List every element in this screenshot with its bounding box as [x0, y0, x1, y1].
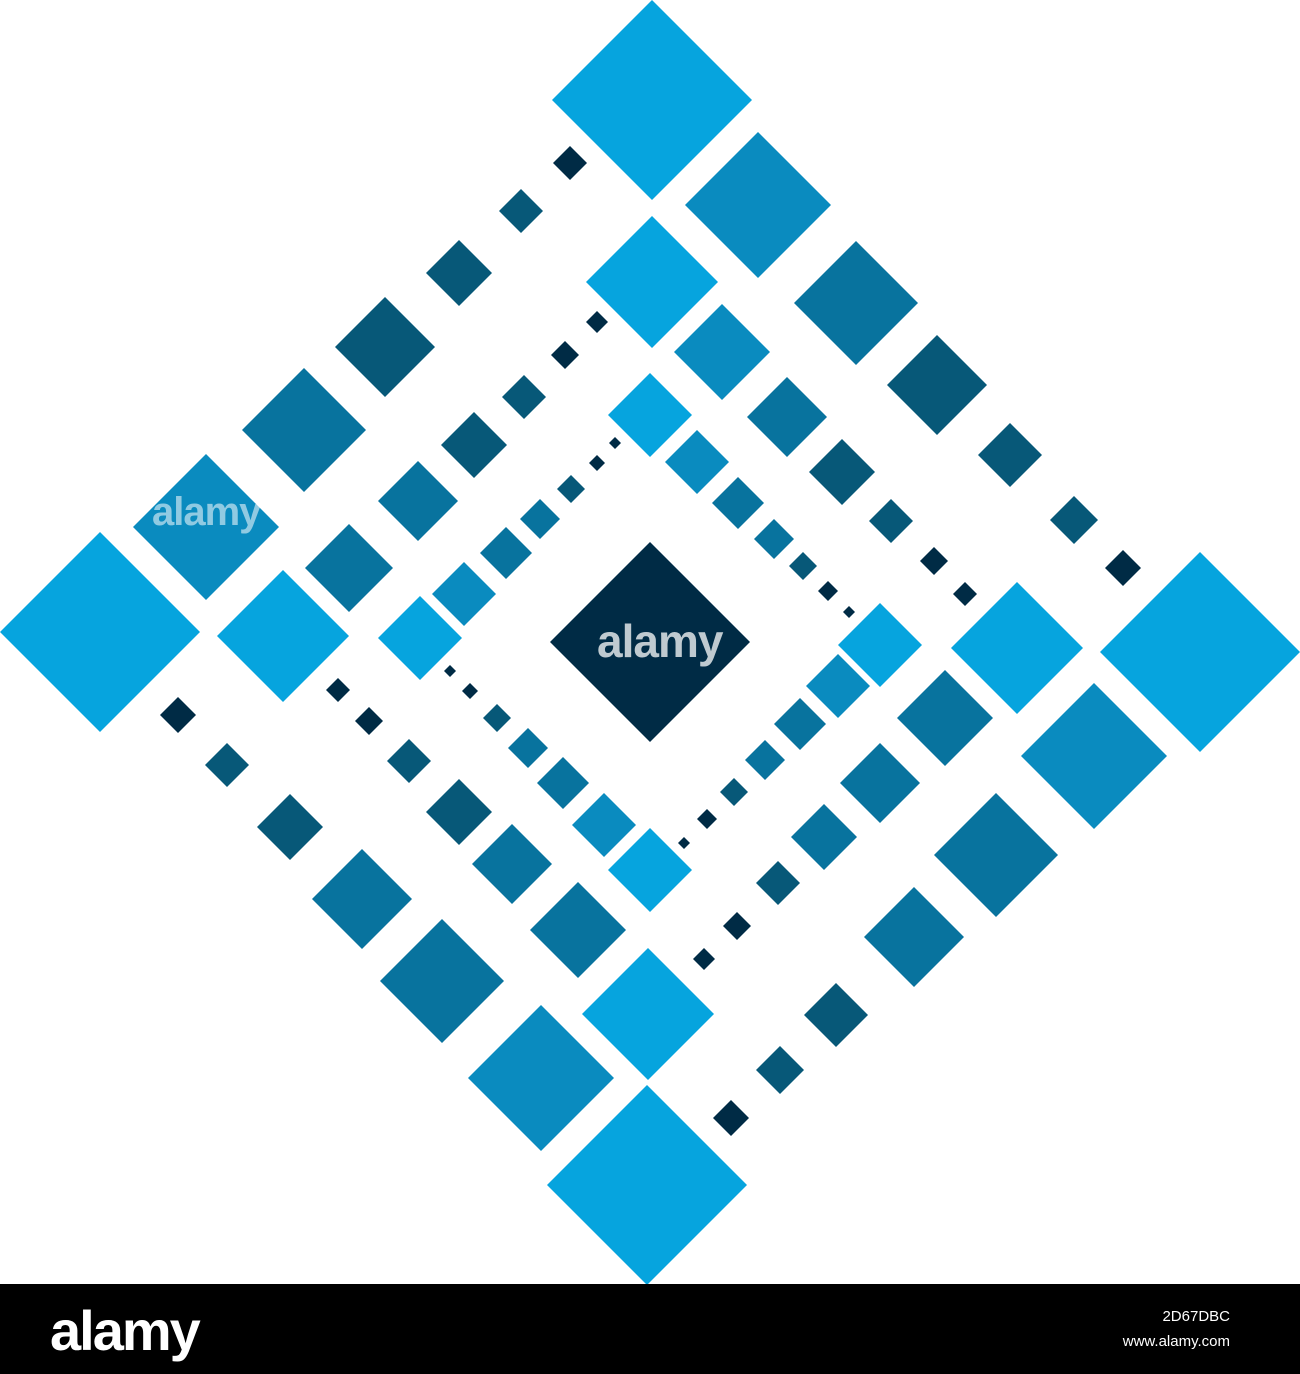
diamond-tile [537, 757, 589, 809]
diamond-tile [818, 581, 838, 601]
diamond-tile [693, 948, 715, 970]
diamond-tile [794, 241, 918, 365]
diamond-tile [804, 983, 868, 1047]
diamond-tile [712, 477, 764, 529]
diamond-tile [756, 861, 800, 905]
diamond-tile [608, 828, 692, 912]
diamond-tile [499, 189, 543, 233]
diamond-tile [557, 475, 585, 503]
diamond-tile [586, 311, 608, 333]
diamond-tile [978, 423, 1042, 487]
diamond-tile [462, 683, 478, 699]
diamond-tile [789, 552, 817, 580]
diamond-tile [756, 1046, 804, 1094]
diamond-tile [864, 887, 964, 987]
diamond-tile [1100, 552, 1300, 752]
diamond-tile [483, 704, 511, 732]
diamond-tile [840, 743, 920, 823]
site-url: www.alamy.com [1122, 1333, 1230, 1350]
diamond-tile [378, 596, 462, 680]
diamond-tile [572, 793, 636, 857]
diamond-tile [468, 1005, 614, 1151]
diamond-tile [242, 368, 366, 492]
diamond-tile [791, 804, 857, 870]
diamond-tile [678, 837, 690, 849]
diamond-tile [387, 739, 431, 783]
diamond-tile [953, 582, 977, 606]
diamond-tile [897, 670, 993, 766]
diamond-pattern-artwork: alamy alamy [0, 0, 1300, 1284]
diamond-tile [843, 606, 855, 618]
diamond-tile [920, 547, 948, 575]
diamond-tile [355, 707, 383, 735]
diamond-tile [697, 809, 717, 829]
diamond-tile [335, 297, 435, 397]
diamond-tile [472, 824, 552, 904]
diamond-tile [589, 455, 605, 471]
diamond-pattern-svg [0, 0, 1300, 1284]
diamond-tile [745, 740, 785, 780]
diamond-tile [508, 728, 548, 768]
diamond-tile [205, 743, 249, 787]
footer-logo: alamy [50, 1299, 201, 1362]
diamond-tile [1105, 550, 1141, 586]
diamond-tile [432, 562, 496, 626]
diamond-tile [809, 439, 875, 505]
diamond-tile [774, 698, 826, 750]
diamond-tile [547, 1085, 747, 1284]
diamond-tile [133, 454, 279, 600]
diamond-tile [674, 304, 770, 400]
diamond-tile [502, 375, 546, 419]
diamond-tile [326, 678, 350, 702]
diamond-tile [1021, 683, 1167, 829]
diamond-tile [609, 437, 621, 449]
diamond-tile [550, 542, 750, 742]
diamond-tile [553, 146, 587, 180]
diamond-tile [520, 499, 560, 539]
diamond-tile [444, 665, 456, 677]
diamond-tile [608, 373, 692, 457]
diamond-tile [869, 499, 913, 543]
footer-bar: alamy 2D67DBC www.alamy.com [0, 1284, 1300, 1374]
diamond-tile [685, 132, 831, 278]
diamond-tile [1050, 496, 1098, 544]
diamond-tile [723, 912, 751, 940]
diamond-tile [426, 779, 492, 845]
diamond-tile [552, 0, 752, 200]
diamond-tile [806, 654, 870, 718]
diamond-tile [426, 240, 492, 306]
diamond-tile [217, 570, 349, 702]
diamond-tile [551, 341, 579, 369]
diamond-tile [530, 882, 626, 978]
diamond-tile [747, 377, 827, 457]
diamond-tile [720, 778, 748, 806]
diamond-tile [0, 532, 200, 732]
diamond-tile [441, 412, 507, 478]
image-id: 2D67DBC [1162, 1308, 1230, 1325]
diamond-tile [887, 335, 987, 435]
diamond-tile [586, 216, 718, 348]
diamond-tile [713, 1100, 749, 1136]
diamond-tile [665, 430, 729, 494]
diamond-tile [380, 919, 504, 1043]
diamond-tile [305, 524, 393, 612]
diamond-tile [838, 603, 922, 687]
diamond-tile [754, 519, 794, 559]
diamond-tile [951, 582, 1083, 714]
diamond-tile [312, 849, 412, 949]
diamond-tile [378, 461, 458, 541]
diamond-tile [582, 948, 714, 1080]
diamond-tile [160, 697, 196, 733]
footer-info: 2D67DBC www.alamy.com [1123, 1304, 1230, 1354]
diamond-tile [480, 527, 532, 579]
diamond-tile [257, 794, 323, 860]
diamond-tile [934, 793, 1058, 917]
